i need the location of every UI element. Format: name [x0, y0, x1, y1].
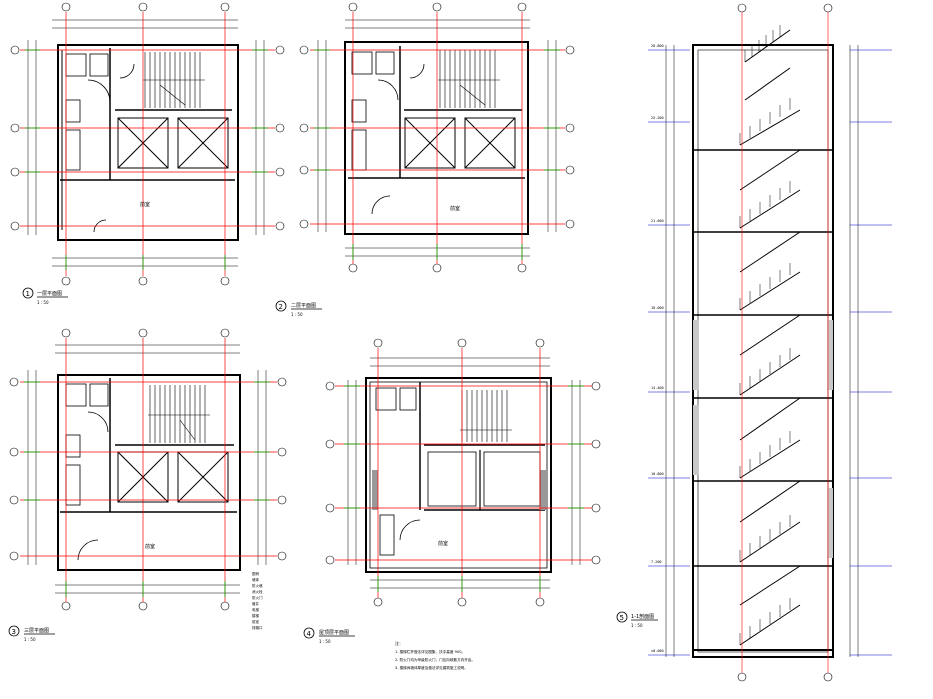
section-balustrades	[739, 25, 791, 645]
plan-4-dim-marks	[344, 385, 584, 592]
legend-line-3: 消火栓	[252, 589, 263, 594]
legend: 图例 墙体 防火墙 消火栓 防火门 管井 电梯 楼梯 前室 排烟口	[252, 571, 263, 630]
plan-3-scale: 1 : 50	[24, 637, 36, 642]
plan-4-axis-bubbles	[325, 338, 601, 607]
plan-4-machine-rooms	[375, 387, 541, 556]
section-outline	[692, 44, 834, 658]
plan-2-dimensions	[317, 19, 557, 257]
legend-line-0: 图例	[252, 571, 260, 576]
plan-4-room-label: 前室	[438, 540, 448, 547]
notes-line-1: 2. 防火门均为甲级防火门，门应向疏散方向开启。	[395, 657, 475, 662]
plan-2-dim-marks	[314, 49, 560, 260]
plan-3-number: 3	[12, 628, 16, 636]
plan-2-walls	[344, 41, 529, 235]
plan-4-parapet-hatch	[372, 470, 546, 510]
plan-3-dim-marks	[24, 381, 270, 597]
plan-1: 前室 1 一层平面图 1 : 50	[10, 2, 285, 305]
plan-4-dimensions	[347, 357, 581, 589]
notes-line-2: 3. 楼梯间墙体厚度及做法详见建筑施工说明。	[395, 665, 468, 670]
section-number: 5	[620, 614, 624, 622]
section-axis-bubbles	[737, 3, 833, 682]
legend-line-4: 防火门	[252, 595, 263, 600]
plan-3-axis-lines	[20, 338, 277, 602]
plan-1-walls	[57, 44, 239, 241]
elevation-label-0: 28.800	[651, 44, 664, 48]
plan-2-service-rooms	[351, 51, 425, 215]
plan-4: 前室 4 屋顶层平面图 1 : 50	[303, 338, 601, 644]
section-axis-lines	[741, 12, 829, 673]
plan-1-axis-bubbles	[10, 2, 285, 286]
notes-heading: 注：	[395, 640, 403, 646]
notes: 注： 1. 楼梯栏杆做法详见图集，扶手高度 900。 2. 防火门均为甲级防火门…	[395, 640, 475, 670]
plan-2-room-label: 前室	[450, 205, 460, 212]
elevation-label-3: 18.000	[651, 306, 664, 310]
plan-3-room-label: 前室	[145, 543, 155, 550]
plan-1-dimensions	[27, 19, 265, 267]
plan-1-stair	[143, 52, 205, 108]
plan-4-axis-lines	[335, 348, 592, 598]
legend-line-1: 墙体	[252, 577, 260, 582]
plan-3-dimensions	[27, 344, 267, 594]
plan-2-elevators	[404, 117, 516, 169]
plan-3-stair	[148, 385, 210, 443]
plan-3-service-rooms	[65, 383, 109, 561]
plan-1-dim-marks	[25, 49, 268, 270]
plan-1-axis-lines	[20, 12, 275, 276]
plan-2: 前室 2 二层平面图 1 : 50	[275, 2, 575, 317]
plan-3-title-bubble	[8, 625, 20, 637]
legend-line-2: 防火墙	[252, 583, 263, 588]
elevation-label-7: ±0.000	[651, 649, 664, 653]
notes-line-0: 1. 楼梯栏杆做法详见图集，扶手高度 900。	[395, 649, 465, 654]
section-1-1: 28.800 25.200 21.600 18.000 14.400 10.80…	[616, 3, 892, 682]
plan-1-title-bubble	[22, 287, 34, 299]
section-level-lines	[648, 49, 892, 656]
legend-line-9: 排烟口	[252, 625, 263, 630]
plan-4-title: 屋顶层平面图	[319, 630, 349, 636]
section-scale: 1 : 50	[631, 623, 643, 628]
plan-1-room-label: 前室	[140, 201, 150, 208]
plan-3: 前室 3 三层平面图 1 : 50	[8, 328, 287, 642]
plan-3-walls	[57, 374, 241, 571]
plan-2-title: 二层平面图	[291, 303, 316, 309]
section-title-bubble	[616, 611, 628, 623]
section-dim-strings	[665, 45, 859, 657]
plan-3-elevators	[117, 451, 229, 503]
plan-2-stair	[438, 50, 500, 108]
elevation-label-2: 21.600	[651, 219, 664, 223]
legend-line-5: 管井	[252, 601, 260, 606]
legend-line-7: 楼梯	[252, 613, 260, 618]
section-elevations: 28.800 25.200 21.600 18.000 14.400 10.80…	[651, 44, 664, 653]
plan-2-number: 2	[279, 303, 283, 311]
plan-4-walls	[365, 377, 552, 573]
plan-2-title-bubble	[275, 300, 287, 312]
plan-4-stair	[460, 390, 512, 442]
plan-4-title-bubble	[303, 627, 315, 639]
elevation-label-1: 25.200	[651, 116, 664, 120]
section-title: 1-1剖面图	[631, 613, 654, 620]
elevation-label-6: 7.200	[651, 560, 662, 564]
section-stair-flights	[739, 29, 801, 646]
plan-1-service-rooms	[65, 53, 135, 233]
plan-3-title: 三层平面图	[24, 628, 49, 634]
plan-1-number: 1	[26, 290, 30, 298]
legend-line-6: 电梯	[252, 607, 260, 612]
plan-2-axis-lines	[310, 12, 565, 264]
plan-1-title: 一层平面图	[37, 291, 62, 297]
plan-3-axis-bubbles	[9, 328, 287, 611]
elevation-label-4: 14.400	[651, 386, 664, 390]
plan-1-scale: 1 : 50	[37, 300, 49, 305]
legend-line-8: 前室	[252, 619, 260, 624]
elevation-label-5: 10.800	[651, 472, 664, 476]
plan-2-scale: 1 : 50	[291, 312, 303, 317]
plan-4-number: 4	[307, 630, 312, 638]
plan-4-scale: 1 : 50	[319, 639, 331, 644]
section-wall-hatch	[693, 320, 833, 558]
plan-1-elevators	[117, 117, 229, 169]
